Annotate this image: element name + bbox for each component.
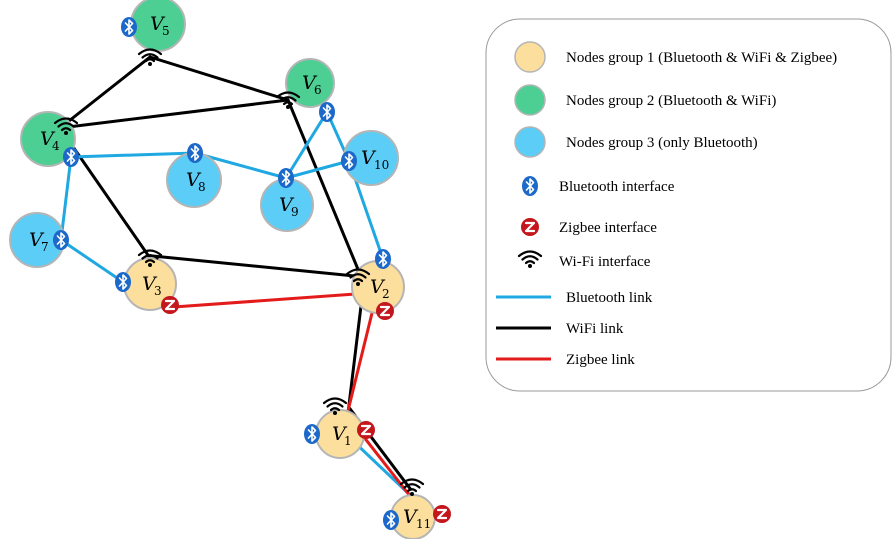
legend-bluetooth-link-label: Bluetooth link xyxy=(566,290,653,306)
bluetooth-icon xyxy=(382,509,400,531)
legend: Nodes group 1 (Bluetooth & WiFi & Zigbee… xyxy=(485,18,892,392)
zigbee-icon xyxy=(355,419,377,441)
bluetooth-icon xyxy=(120,16,138,38)
legend-group2-label: Nodes group 2 (Bluetooth & WiFi) xyxy=(566,93,776,109)
node-label: V xyxy=(403,506,419,528)
legend-wifi-interface-label: Wi-Fi interface xyxy=(559,254,651,270)
legend-wifi-link-label: WiFi link xyxy=(566,321,624,337)
bluetooth-link-v9-v10 xyxy=(284,159,351,180)
node-label-subscript: 5 xyxy=(162,24,170,38)
node-v8: V8 xyxy=(166,152,222,208)
node-label-subscript: 8 xyxy=(198,180,206,194)
node-v2: V2 xyxy=(351,260,405,314)
legend-box xyxy=(485,18,892,392)
bluetooth-icon xyxy=(318,101,336,123)
wifi-link-v3-v2 xyxy=(148,254,364,279)
wifi-icon xyxy=(399,478,425,498)
node-label-subscript: 10 xyxy=(374,158,389,172)
zigbee-link-v3-v2 xyxy=(168,290,382,309)
node-label: V xyxy=(40,128,56,150)
node-v7: V7 xyxy=(9,212,65,268)
bluetooth-link-v7-v3 xyxy=(59,238,125,284)
node-label: V xyxy=(29,229,45,251)
legend-group1-swatch xyxy=(514,41,546,73)
legend-zigbee-link-label: Zigbee link xyxy=(566,352,635,368)
bluetooth-icon xyxy=(186,142,204,164)
node-label: V xyxy=(370,276,386,298)
node-label-subscript: 7 xyxy=(41,240,49,254)
node-label-subscript: 4 xyxy=(52,139,60,153)
bluetooth-link-v9-v6 xyxy=(284,110,329,180)
wifi-link-v6-v2 xyxy=(286,98,364,281)
legend-zigbee-interface-label: Zigbee interface xyxy=(559,220,657,236)
node-v3: V3 xyxy=(123,257,177,311)
bluetooth-icon xyxy=(340,150,358,172)
node-v9: V9 xyxy=(260,178,314,232)
node-label-subscript: 9 xyxy=(291,205,299,219)
node-label: V xyxy=(150,13,166,35)
node-v5: V5 xyxy=(130,0,186,52)
node-label: V xyxy=(332,423,348,445)
bluetooth-icon xyxy=(62,146,80,168)
bluetooth-icon xyxy=(303,423,321,445)
node-label-subscript: 3 xyxy=(154,284,162,298)
bluetooth-icon xyxy=(374,248,392,270)
links-layer xyxy=(58,55,413,500)
wifi-link-v5-v6 xyxy=(148,55,290,102)
legend-group3-label: Nodes group 3 (only Bluetooth) xyxy=(566,135,758,151)
legend-group2-swatch xyxy=(514,84,546,116)
legend-bluetooth-interface-label: Bluetooth interface xyxy=(559,179,675,195)
zigbee-icon xyxy=(374,300,396,322)
bluetooth-icon xyxy=(277,167,295,189)
bluetooth-icon xyxy=(521,175,539,197)
node-label-subscript: 11 xyxy=(416,517,431,531)
bluetooth-icon xyxy=(52,229,70,251)
node-label: V xyxy=(279,194,295,216)
node-label: V xyxy=(361,147,377,169)
bluetooth-icon xyxy=(114,271,132,293)
node-label: V xyxy=(142,273,158,295)
node-v1: V1 xyxy=(315,409,365,459)
bluetooth-link-v4-v7 xyxy=(59,155,73,242)
zigbee-icon xyxy=(431,503,453,525)
bluetooth-link-v4-v8 xyxy=(69,151,197,159)
node-label-subscript: 6 xyxy=(314,83,322,97)
node-label: V xyxy=(186,169,202,191)
node-label-subscript: 2 xyxy=(382,287,390,301)
wifi-link-v5-v4 xyxy=(58,55,152,130)
node-label: V xyxy=(302,72,318,94)
zigbee-icon xyxy=(159,294,181,316)
node-label-subscript: 1 xyxy=(344,434,352,448)
wifi-link-v4-v6 xyxy=(58,98,290,130)
legend-group3-swatch xyxy=(514,126,546,158)
zigbee-icon xyxy=(519,216,541,238)
legend-group1-label: Nodes group 1 (Bluetooth & WiFi & Zigbee… xyxy=(566,50,837,66)
